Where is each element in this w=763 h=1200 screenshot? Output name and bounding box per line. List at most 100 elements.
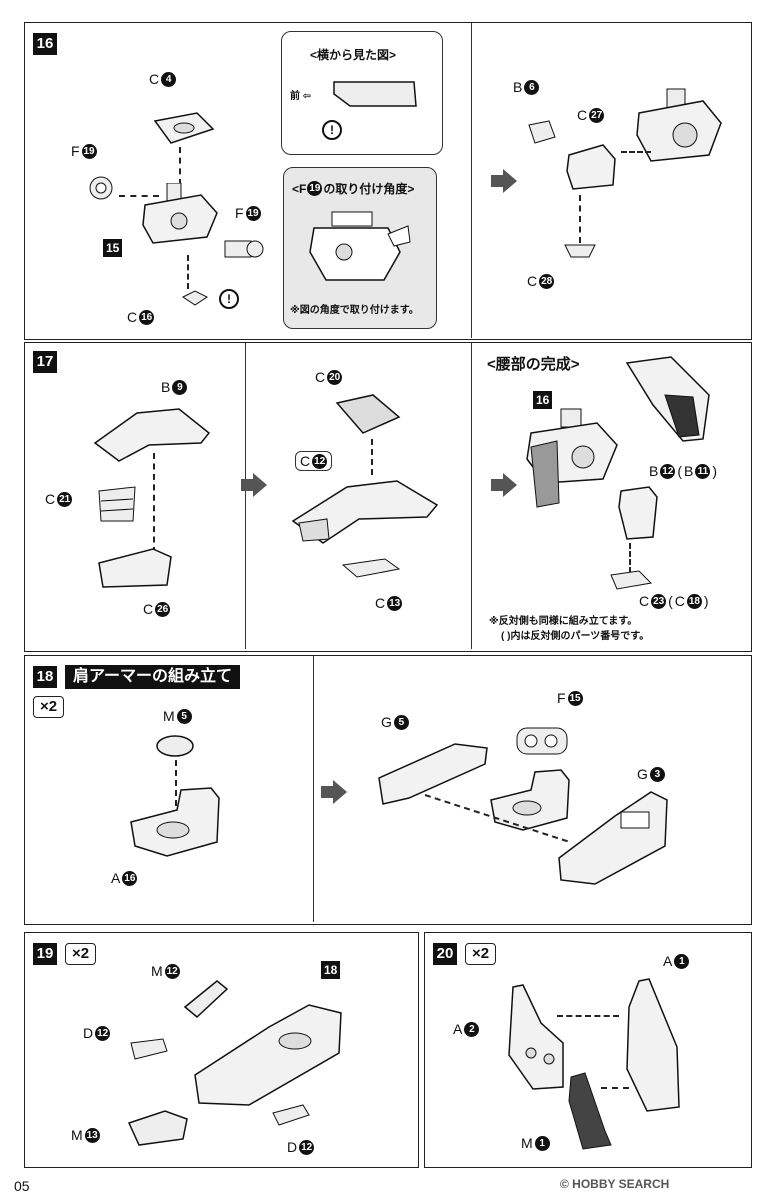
step-17-number: 17 — [33, 351, 57, 373]
part-b9 — [93, 408, 211, 462]
guide-line — [187, 255, 189, 289]
part-a16 — [130, 787, 220, 857]
divider — [471, 23, 472, 338]
part-d12-left — [130, 1038, 168, 1060]
waist-complete-illustration — [526, 408, 618, 508]
divider — [313, 656, 314, 922]
part-c28 — [564, 244, 596, 258]
step-20-number: 20 — [433, 943, 457, 965]
part-a16-assembled — [490, 769, 570, 831]
part-c27 — [566, 144, 616, 190]
part-c13 — [341, 558, 401, 578]
side-view-illustration — [333, 81, 417, 107]
quantity-x2: ×2 — [65, 943, 97, 965]
divider — [471, 343, 472, 649]
next-arrow — [321, 780, 347, 804]
guide-line — [179, 147, 181, 185]
part-f19-right — [224, 240, 264, 258]
page-number: 05 — [14, 1178, 30, 1194]
part-f15 — [516, 727, 568, 755]
step-18-number: 18 — [33, 666, 57, 688]
caution-icon: ! — [322, 120, 342, 140]
guide-line — [175, 760, 177, 826]
part-c20 — [335, 394, 401, 434]
subassembly-18: 18 — [321, 961, 341, 979]
part-f19-left — [89, 176, 113, 200]
guide-line — [601, 1087, 629, 1089]
step-16-number: 16 — [33, 33, 57, 55]
step-18-title: 肩アーマーの組み立て — [65, 665, 241, 689]
waist-complete-title: <腰部の完成> — [487, 356, 580, 373]
part-b9-assembled — [291, 480, 439, 544]
part-d12-right — [272, 1104, 310, 1126]
part-18-assembly-illustration — [194, 1004, 342, 1106]
next-arrow — [491, 473, 517, 497]
part-m13 — [127, 1110, 188, 1146]
next-arrow — [241, 473, 267, 497]
guide-line — [557, 1015, 619, 1017]
part-c26 — [98, 548, 172, 588]
angle-illustration — [309, 211, 411, 281]
part-c4-illustration — [153, 112, 215, 144]
part-a1 — [626, 978, 680, 1112]
quantity-x2: ×2 — [33, 696, 65, 718]
quantity-x2: ×2 — [465, 943, 497, 965]
part-16-body-illustration — [636, 88, 722, 162]
part-m12 — [183, 980, 229, 1018]
note-part-numbers: ( )内は反対側のパーツ番号です。 — [501, 631, 650, 642]
part-m5 — [156, 735, 194, 757]
part-g5 — [378, 743, 488, 805]
next-arrow — [491, 169, 517, 193]
divider — [245, 343, 246, 649]
part-15-assembly-illustration — [142, 183, 218, 244]
subassembly-15: 15 — [103, 239, 123, 257]
note-opposite-side: ※反対側も同様に組み立てます。 — [489, 616, 638, 627]
part-c23 — [610, 570, 653, 590]
guide-line — [621, 151, 651, 153]
side-view-callout: <横から見た図> 前 ⇦ ! — [281, 31, 443, 155]
guide-line — [629, 543, 631, 573]
subassembly-16: 16 — [533, 391, 553, 409]
part-b6 — [528, 120, 556, 144]
part-c16 — [182, 290, 208, 306]
guide-line — [119, 195, 159, 197]
part-m1 — [568, 1072, 612, 1150]
part-g3 — [558, 791, 668, 885]
part-b12 — [618, 486, 658, 540]
part-a2 — [508, 984, 564, 1090]
guide-line — [579, 195, 581, 243]
front-label: 前 ⇦ — [290, 91, 312, 102]
guide-line — [371, 439, 373, 475]
